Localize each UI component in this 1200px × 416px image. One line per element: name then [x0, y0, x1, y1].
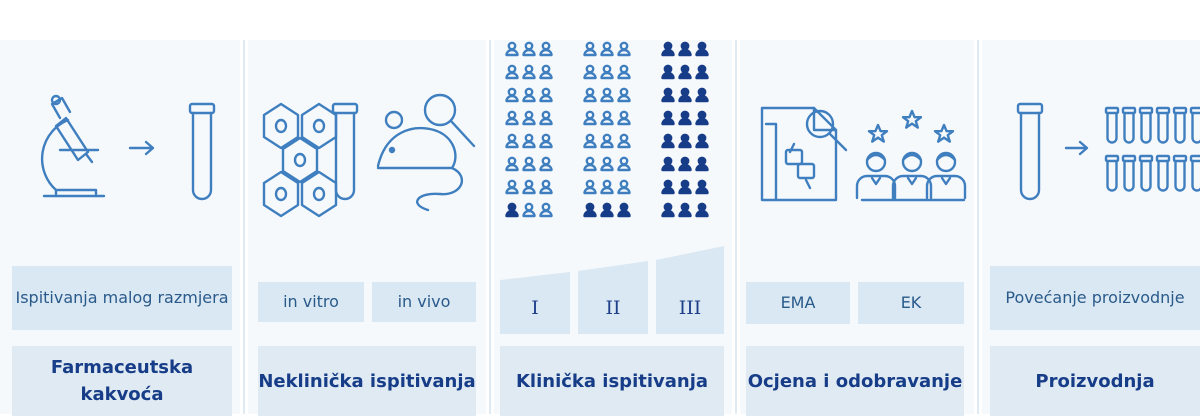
document-review-icon — [760, 106, 848, 202]
stage-2-sublabel-in-vivo: in vivo — [372, 282, 476, 322]
stage-1-sublabel: Ispitivanja malog razmjera — [12, 266, 232, 330]
column-divider — [243, 40, 245, 414]
phase-iii-label: III — [678, 297, 702, 319]
experts-stars-icon — [855, 109, 967, 202]
column-divider — [489, 40, 491, 414]
stage-4-title: Ocjena i odobravanje — [746, 346, 964, 416]
stage-2-title: Neklinička ispitivanja — [258, 346, 476, 416]
stage-5-sublabel: Povećanje proizvodnje — [990, 266, 1200, 330]
arrow-right-icon — [1064, 140, 1089, 156]
column-divider — [977, 40, 979, 414]
stage-2-sublabel-in-vitro: in vitro — [258, 282, 364, 322]
stage-3-title: Klinička ispitivanja — [500, 346, 724, 416]
phase-ii-label: II — [605, 297, 621, 319]
arrow-right-icon — [128, 140, 155, 156]
stage-1-title: Farmaceutska kakvoća — [12, 346, 232, 416]
microscope-icon — [40, 94, 106, 198]
stage-4-sublabel-ek: EK — [858, 282, 964, 324]
mouse-magnifier-icon — [376, 93, 476, 212]
column-divider — [735, 40, 737, 414]
stage-4-sublabel-ema: EMA — [746, 282, 850, 324]
phase-i-label: I — [531, 297, 539, 319]
stage-5-title: Proizvodnja — [990, 346, 1200, 416]
